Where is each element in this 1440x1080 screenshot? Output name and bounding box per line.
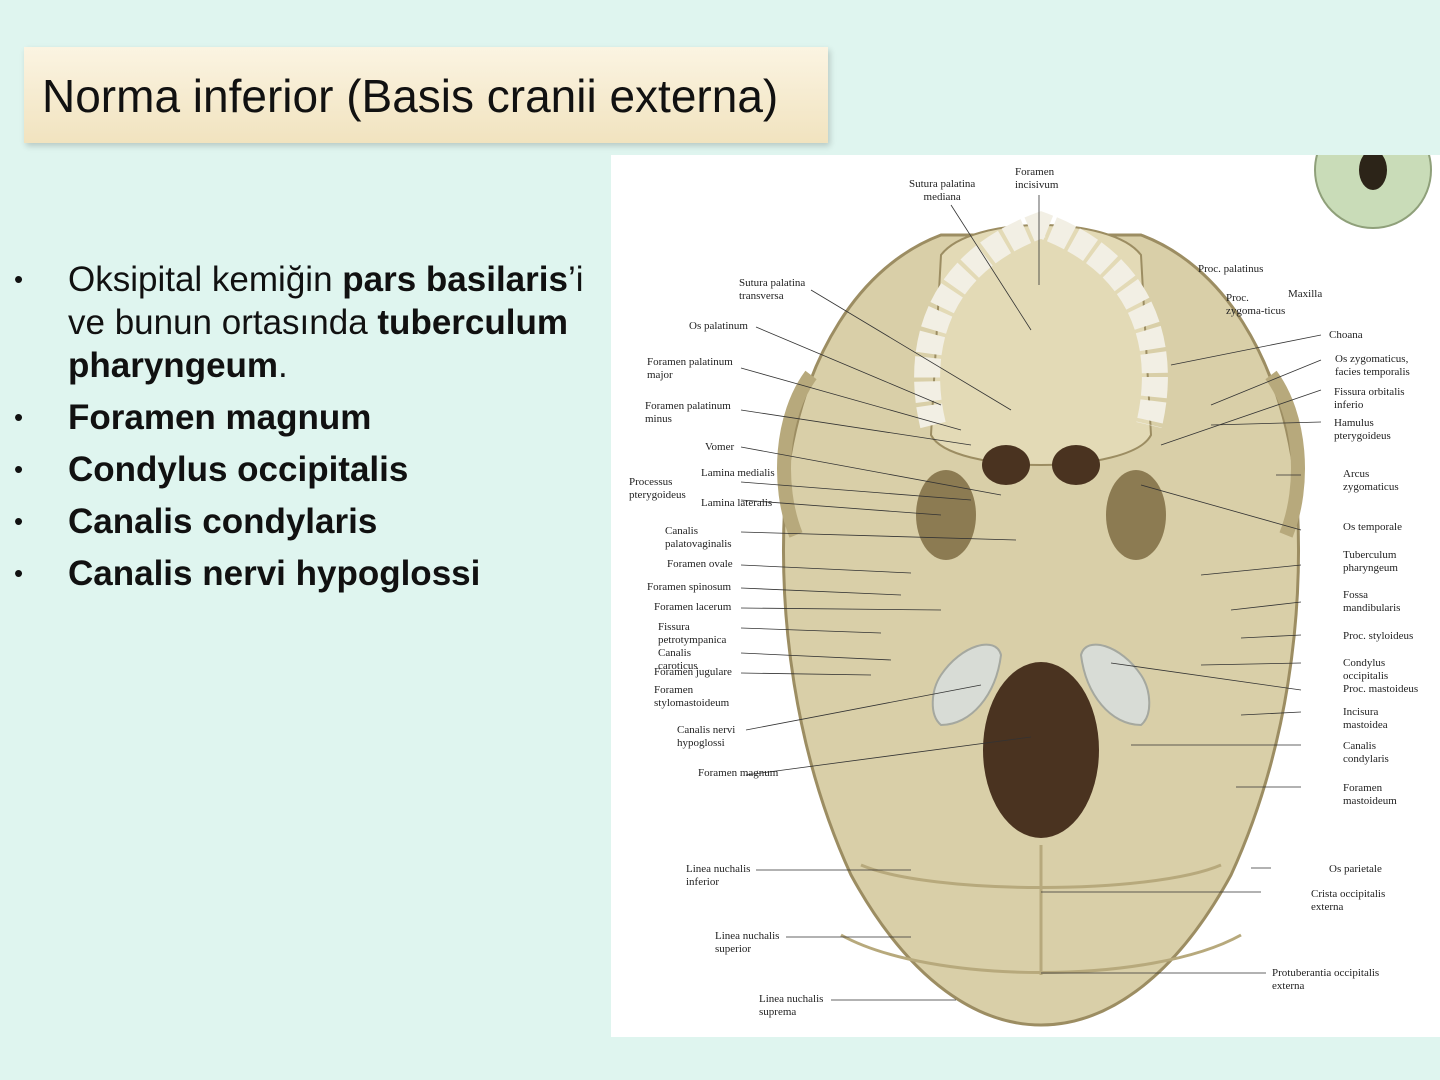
label-lamina-medialis: Lamina medialis: [701, 467, 775, 479]
label-choana: Choana: [1329, 329, 1363, 341]
leader-lines: [740, 195, 1322, 1001]
bullet-item: • Canalis condylaris: [0, 500, 610, 543]
bullet-text: Foramen magnum: [68, 398, 372, 437]
choana-right: [1052, 445, 1100, 485]
bullet-marker: •: [14, 506, 24, 536]
teeth-row: [914, 211, 1168, 429]
bullet-text: tuberculum pharyngeum: [68, 303, 568, 385]
slide-title: Norma inferior (Basis cranii externa): [42, 70, 779, 122]
title-banner: Norma inferior (Basis cranii externa): [24, 47, 828, 143]
bullet-marker: •: [14, 558, 24, 588]
label-os-parietale: Os parietale: [1329, 863, 1382, 875]
infratemporal-fossa-right: [1106, 470, 1166, 560]
bullet-item: • Canalis nervi hypoglossi: [0, 552, 610, 595]
label-os-zygomaticus: Os zygomaticus,facies temporalis: [1335, 353, 1410, 378]
bullet-item: • Foramen magnum: [0, 396, 610, 439]
label-os-palatinum: Os palatinum: [689, 320, 748, 332]
label-foramen-magnum: Foramen magnum: [698, 767, 779, 779]
bullet-text: Canalis condylaris: [68, 502, 378, 541]
skull-illustration: [740, 155, 1432, 1027]
label-lamina-lateralis: Lamina lateralis: [701, 497, 773, 509]
label-foramen-ovale: Foramen ovale: [667, 558, 733, 570]
label-proc-palatinus: Proc. palatinus: [1198, 263, 1264, 275]
condylus-left: [931, 643, 1003, 727]
label-maxilla: Maxilla: [1288, 288, 1323, 300]
label-proc-mastoideus: Proc. mastoideus: [1343, 683, 1419, 695]
bullet-item: • Condylus occipitalis: [0, 448, 610, 491]
label-proc-zygomaticus: Proc.zygoma-ticus: [1226, 292, 1286, 317]
inset-thumbnail: [1314, 155, 1432, 229]
bullet-marker: •: [14, 264, 24, 294]
choana-left: [982, 445, 1030, 485]
condylus-right: [1079, 643, 1151, 727]
label-os-temporale: Os temporale: [1343, 521, 1402, 533]
label-foramen-spinosum: Foramen spinosum: [647, 581, 732, 593]
bullet-text: Condylus occipitalis: [68, 450, 409, 489]
bullet-marker: •: [14, 454, 24, 484]
bullet-text: pars basilaris: [342, 260, 568, 299]
palate: [929, 224, 1153, 466]
bullet-marker: •: [14, 402, 24, 432]
label-proc-styloideus: Proc. styloideus: [1343, 630, 1414, 642]
label-foramen-jugulare: Foramen jugulare: [654, 666, 732, 678]
bullet-list: • Oksipital kemiğin pars basilaris’i ve b…: [0, 258, 610, 604]
bullet-text: .: [278, 346, 288, 385]
infratemporal-fossa-left: [916, 470, 976, 560]
bullet-item: • Oksipital kemiğin pars basilaris’i ve b…: [0, 258, 610, 387]
bullet-text: ’i ve bunun ortasında: [68, 260, 584, 342]
bullet-text: Oksipital kemiğin: [68, 260, 343, 299]
foramen-magnum: [983, 662, 1099, 838]
label-foramen-lacerum: Foramen lacerum: [654, 601, 732, 613]
zygomatic-arch-right: [1265, 370, 1305, 538]
nuchal-lines: [840, 863, 1242, 974]
inset-foramen: [1359, 155, 1387, 190]
label-vomer: Vomer: [705, 441, 735, 453]
bullet-text: Canalis nervi hypoglossi: [68, 554, 481, 593]
zygomatic-arch-left: [777, 370, 817, 538]
